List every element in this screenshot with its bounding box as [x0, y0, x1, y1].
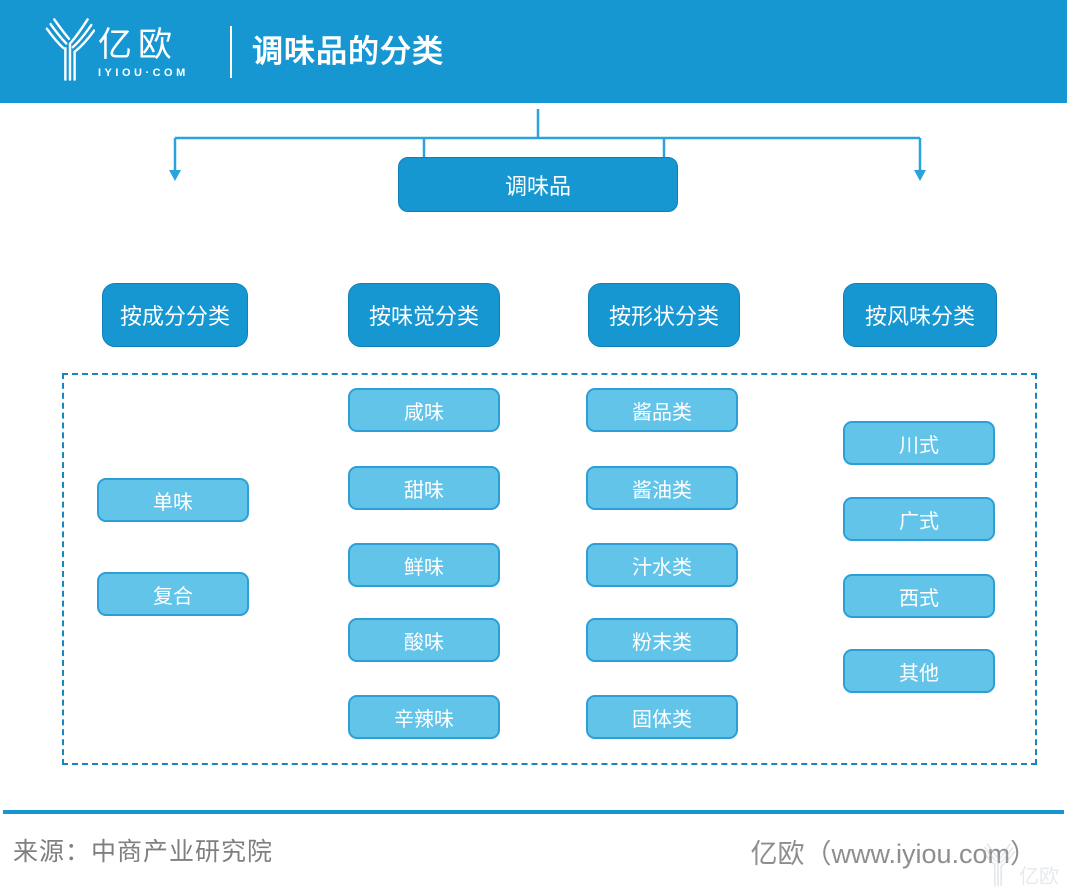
category-node-by-shape: 按形状分类 [588, 283, 740, 347]
leaf-node: 川式 [843, 421, 995, 465]
leaf-node: 咸味 [348, 388, 500, 432]
leaf-node: 其他 [843, 649, 995, 693]
header-divider [230, 26, 232, 78]
leaf-node: 甜味 [348, 466, 500, 510]
leaf-node: 酸味 [348, 618, 500, 662]
leaf-node: 复合 [97, 572, 249, 616]
logo-text: 亿欧 [98, 26, 178, 64]
org-chart: 调味品 按成分分类 按味觉分类 按形状分类 按风味分类 单味 复合 咸味 甜味 … [0, 103, 1067, 810]
category-node-by-taste: 按味觉分类 [348, 283, 500, 347]
iyiou-logo-icon [45, 18, 95, 81]
footer-divider [3, 810, 1064, 814]
leaf-node: 酱品类 [586, 388, 738, 432]
leaf-node: 酱油类 [586, 466, 738, 510]
page-title: 调味品的分类 [252, 34, 444, 69]
category-node-by-ingredient: 按成分分类 [102, 283, 248, 347]
leaf-node: 西式 [843, 574, 995, 618]
header-bar: 亿欧 IYIOU·COM 调味品的分类 [0, 0, 1067, 103]
logo-subtext: IYIOU·COM [98, 67, 189, 79]
category-node-by-flavor: 按风味分类 [843, 283, 997, 347]
leaf-node: 汁水类 [586, 543, 738, 587]
leaf-node: 鲜味 [348, 543, 500, 587]
leaf-node: 固体类 [586, 695, 738, 739]
root-node: 调味品 [398, 157, 678, 212]
leaf-node: 单味 [97, 478, 249, 522]
leaf-node: 粉末类 [586, 618, 738, 662]
leaf-group-container [62, 373, 1037, 765]
brand-text: 亿欧（www.iyiou.com） [750, 839, 1037, 869]
leaf-node: 辛辣味 [348, 695, 500, 739]
logo-text-block: 亿欧 IYIOU·COM [98, 28, 189, 79]
source-text: 来源：中商产业研究院 [13, 838, 274, 866]
leaf-node: 广式 [843, 497, 995, 541]
